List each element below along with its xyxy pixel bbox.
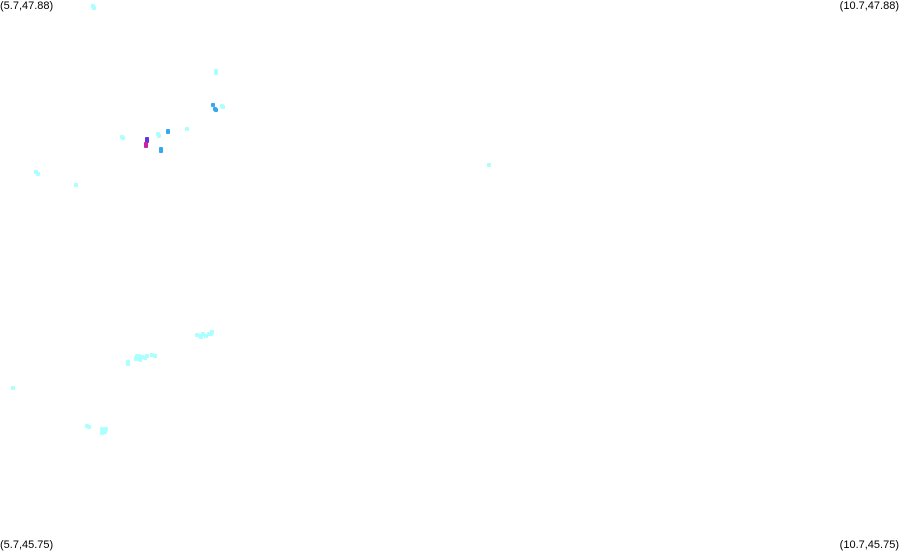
map-point: [195, 333, 199, 337]
map-point: [92, 6, 96, 10]
map-point: [143, 356, 147, 360]
map-point: [209, 332, 213, 336]
map-point: [157, 134, 161, 138]
map-point: [166, 130, 170, 134]
map-point: [487, 163, 491, 167]
map-point: [204, 334, 208, 338]
map-point: [126, 362, 130, 366]
map-point: [150, 353, 154, 357]
map-point: [159, 149, 163, 153]
map-point: [100, 431, 104, 435]
map-point: [214, 71, 218, 75]
map-point: [211, 103, 215, 107]
map-point: [145, 354, 149, 358]
map-point: [201, 332, 205, 336]
map-point: [103, 430, 107, 434]
map-point: [153, 354, 157, 358]
map-point: [140, 355, 144, 359]
corner-label-top-right: (10.7,47.88): [839, 0, 899, 12]
map-point: [199, 335, 203, 339]
map-point: [104, 427, 108, 431]
corner-label-bottom-right: (10.7,45.75): [839, 539, 899, 551]
map-point: [145, 139, 149, 143]
map-point: [210, 330, 214, 334]
map-point: [134, 357, 138, 361]
map-point: [74, 183, 78, 187]
corner-label-bottom-left: (5.7,45.75): [0, 539, 54, 551]
map-point: [87, 425, 91, 429]
corner-label-top-left: (5.7,47.88): [0, 0, 54, 12]
map-point: [221, 105, 225, 109]
map-point: [137, 354, 141, 358]
map-point: [144, 144, 148, 148]
map-point: [185, 127, 189, 131]
map-point: [36, 172, 40, 176]
map-point: [121, 136, 125, 140]
map-point: [214, 108, 218, 112]
map-point: [138, 358, 142, 362]
map-point: [11, 386, 15, 390]
